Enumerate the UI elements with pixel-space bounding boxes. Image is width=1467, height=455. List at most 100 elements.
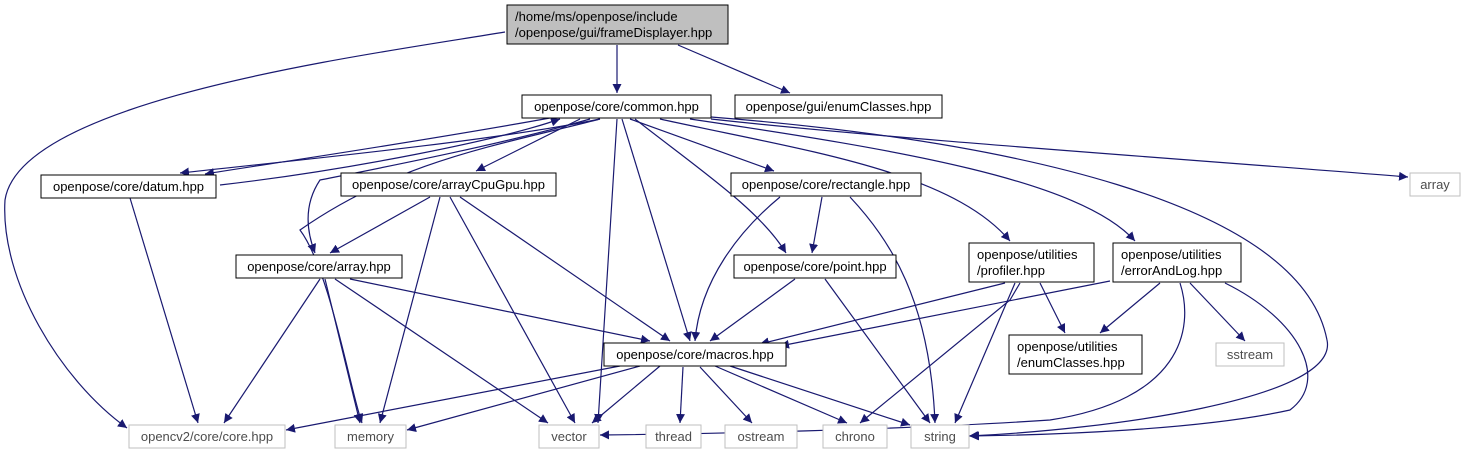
node-errorandlog[interactable]: openpose/utilities/errorAndLog.hpp	[1112, 242, 1242, 283]
node-label: /profiler.hpp	[977, 263, 1045, 278]
node-label: opencv2/core/core.hpp	[141, 429, 273, 444]
node-label: array	[1420, 177, 1450, 192]
dependency-edge	[324, 278, 363, 424]
node-label: thread	[655, 429, 692, 444]
node-arraycpugpu[interactable]: openpose/core/arrayCpuGpu.hpp	[340, 172, 557, 197]
dependency-edge	[729, 365, 911, 427]
node-profiler[interactable]: openpose/utilities/profiler.hpp	[968, 242, 1095, 283]
node-box	[235, 254, 403, 279]
dependency-edge	[594, 118, 618, 424]
node-utilenum[interactable]: openpose/utilities/enumClasses.hpp	[1008, 334, 1143, 375]
dependency-edge	[689, 118, 1136, 242]
node-label: openpose/core/array.hpp	[247, 259, 391, 274]
node-box	[521, 94, 712, 119]
node-ostream: ostream	[724, 424, 798, 449]
node-label: vector	[551, 429, 587, 444]
dependency-edge	[759, 282, 1006, 347]
node-label: /openpose/gui/frameDisplayer.hpp	[515, 25, 712, 40]
node-array_std: array	[1409, 172, 1461, 197]
dependency-edge	[691, 196, 781, 342]
dependency-edge	[377, 196, 441, 424]
dependency-edge	[714, 365, 848, 424]
node-opencv: opencv2/core/core.hpp	[128, 424, 286, 449]
node-label: openpose/utilities	[1121, 247, 1222, 262]
dependency-edge	[1039, 282, 1066, 334]
dependency-edge	[449, 196, 576, 424]
dependency-edge	[219, 117, 561, 186]
dependency-edge	[1099, 282, 1161, 334]
dependency-edge	[223, 278, 321, 424]
dependency-edge	[710, 118, 1409, 181]
node-label: /home/ms/openpose/include	[515, 9, 678, 24]
node-label: openpose/core/arrayCpuGpu.hpp	[352, 177, 545, 192]
dependency-edge	[591, 365, 661, 424]
node-chrono: chrono	[822, 424, 888, 449]
dependency-edge	[204, 117, 551, 177]
node-vector: vector	[538, 424, 600, 449]
node-box	[334, 424, 407, 449]
node-string: string	[910, 424, 970, 449]
dependency-edge	[629, 118, 775, 173]
dependency-edge	[299, 118, 601, 424]
node-box	[734, 94, 943, 119]
node-box	[730, 172, 922, 197]
dependency-edge	[824, 278, 931, 424]
node-label: /errorAndLog.hpp	[1121, 263, 1222, 278]
node-label: openpose/core/point.hpp	[743, 259, 886, 274]
node-datum[interactable]: openpose/core/datum.hpp	[40, 174, 217, 199]
dependency-edge	[475, 118, 581, 172]
dependency-edge	[675, 366, 685, 424]
edges	[4, 31, 1409, 441]
node-label: chrono	[835, 429, 875, 444]
node-point[interactable]: openpose/core/point.hpp	[733, 254, 897, 279]
node-root[interactable]: /home/ms/openpose/include/openpose/gui/f…	[506, 4, 729, 45]
dependency-edge	[329, 196, 431, 254]
nodes: /home/ms/openpose/include/openpose/gui/f…	[40, 4, 1461, 449]
dependency-edge	[954, 282, 1016, 424]
node-box	[724, 424, 798, 449]
node-thread: thread	[645, 424, 702, 449]
dependency-edge	[349, 278, 651, 344]
node-array[interactable]: openpose/core/array.hpp	[235, 254, 403, 279]
node-box	[733, 254, 897, 279]
dependency-edge	[779, 280, 1111, 349]
node-box	[1008, 334, 1143, 375]
node-common[interactable]: openpose/core/common.hpp	[521, 94, 712, 119]
node-sstream: sstream	[1215, 342, 1285, 367]
node-box	[1409, 172, 1461, 197]
node-memory: memory	[334, 424, 407, 449]
dependency-edge	[849, 196, 940, 424]
node-box	[910, 424, 970, 449]
node-guienum[interactable]: openpose/gui/enumClasses.hpp	[734, 94, 943, 119]
dependency-edge	[634, 118, 787, 254]
dependency-edge	[677, 44, 791, 94]
node-label: memory	[347, 429, 394, 444]
node-box	[340, 172, 557, 197]
dependency-edge	[459, 196, 671, 342]
node-label: openpose/core/macros.hpp	[616, 347, 774, 362]
node-label: ostream	[738, 429, 785, 444]
dependency-edge	[969, 282, 1309, 441]
dependency-edge	[859, 282, 1021, 424]
node-macros[interactable]: openpose/core/macros.hpp	[603, 342, 787, 367]
node-rectangle[interactable]: openpose/core/rectangle.hpp	[730, 172, 922, 197]
node-box	[40, 174, 217, 199]
node-label: openpose/core/datum.hpp	[53, 179, 204, 194]
node-label: openpose/core/rectangle.hpp	[742, 177, 910, 192]
node-box	[506, 4, 729, 45]
node-box	[822, 424, 888, 449]
dependency-edge	[709, 278, 796, 342]
node-box	[645, 424, 702, 449]
dependency-edge	[699, 366, 753, 424]
node-label: openpose/utilities	[1017, 339, 1118, 354]
dependency-edge	[710, 116, 1328, 441]
dependency-edge	[1189, 282, 1246, 342]
node-box	[1215, 342, 1285, 367]
dependency-edge	[4, 31, 506, 429]
node-label: openpose/gui/enumClasses.hpp	[746, 99, 932, 114]
dependency-edge	[406, 365, 641, 432]
node-label: sstream	[1227, 347, 1273, 362]
dependency-edge	[809, 196, 823, 254]
dependency-edge	[621, 118, 692, 342]
